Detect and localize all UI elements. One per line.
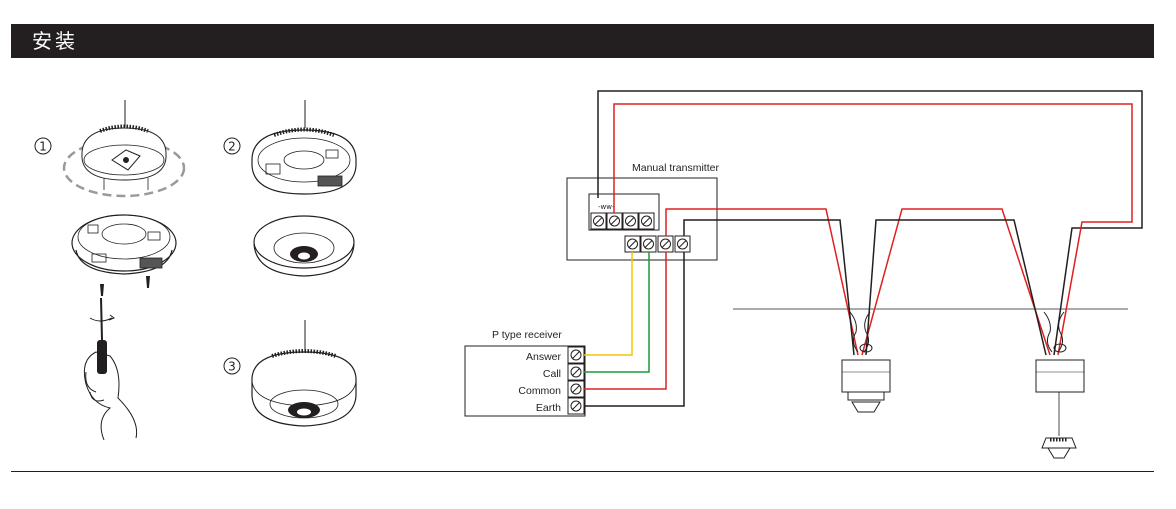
terminal-top-4 xyxy=(638,212,655,230)
step-3-marker: 3 xyxy=(223,357,241,375)
receiver-terminal-answer xyxy=(567,346,585,364)
step-2-illustration: 2 xyxy=(223,100,357,277)
terminal-top-1 xyxy=(590,212,607,230)
step-1-marker: 1 xyxy=(34,137,52,155)
transmitter-top-terminals xyxy=(590,212,655,230)
mounting-base-2 xyxy=(251,127,357,195)
wire-loop-red-outer xyxy=(613,103,1133,356)
step-1-illustration: 1 xyxy=(34,100,186,441)
wire-earth xyxy=(584,252,685,407)
terminal-label-answer: Answer xyxy=(526,351,562,363)
step-2-number: 2 xyxy=(228,140,236,154)
wire-black-between-detectors xyxy=(865,219,1047,356)
terminal-top-2 xyxy=(606,212,623,230)
terminal-bottom-2 xyxy=(640,235,657,253)
section-title: 安装 xyxy=(32,29,78,53)
wire-answer xyxy=(584,252,633,356)
terminal-bottom-1 xyxy=(624,235,641,253)
wire-loop-black-outer xyxy=(597,90,1143,356)
terminal-bottom-3 xyxy=(657,235,674,253)
screw-icon xyxy=(100,276,150,296)
manual-transmitter: Manual transmitter -ww- xyxy=(566,162,719,261)
detector-head-1 xyxy=(81,124,167,190)
manual-transmitter-label: Manual transmitter xyxy=(632,162,719,174)
terminal-label-call: Call xyxy=(543,368,561,380)
footer-divider xyxy=(11,471,1154,472)
step-2-marker: 2 xyxy=(223,137,241,155)
resistor-symbol: -ww- xyxy=(598,203,615,211)
terminal-label-common: Common xyxy=(518,385,561,397)
step-3-illustration: 3 xyxy=(223,320,357,427)
wire-black-to-detector-a xyxy=(683,219,855,356)
wire-call xyxy=(584,252,650,373)
detector-base-a xyxy=(841,311,891,413)
receiver-terminal-common xyxy=(567,380,585,398)
step-3-number: 3 xyxy=(228,360,236,374)
assembled-detector xyxy=(251,349,357,427)
wiring-diagram: Manual transmitter -ww- P type receiver … xyxy=(464,90,1143,459)
receiver-terminal-call xyxy=(567,363,585,381)
header-bar xyxy=(11,24,1154,58)
terminal-label-earth: Earth xyxy=(536,402,561,414)
wire-red-to-detector-a xyxy=(665,208,859,356)
terminal-bottom-4 xyxy=(674,235,691,253)
receiver-terminal-earth xyxy=(567,397,585,415)
detector-head-2 xyxy=(253,215,355,277)
screwdriver-hand-illustration xyxy=(83,297,138,441)
p-type-receiver: P type receiver Answer Call Common Earth xyxy=(464,329,586,417)
wire-red-between-detectors xyxy=(861,208,1051,356)
detector-base-b xyxy=(1035,311,1085,459)
terminal-top-3 xyxy=(622,212,639,230)
step-1-number: 1 xyxy=(39,140,47,154)
mounting-base-1 xyxy=(71,214,177,275)
p-type-receiver-label: P type receiver xyxy=(492,329,562,341)
transmitter-bottom-terminals xyxy=(624,235,691,253)
wire-common xyxy=(584,252,667,390)
